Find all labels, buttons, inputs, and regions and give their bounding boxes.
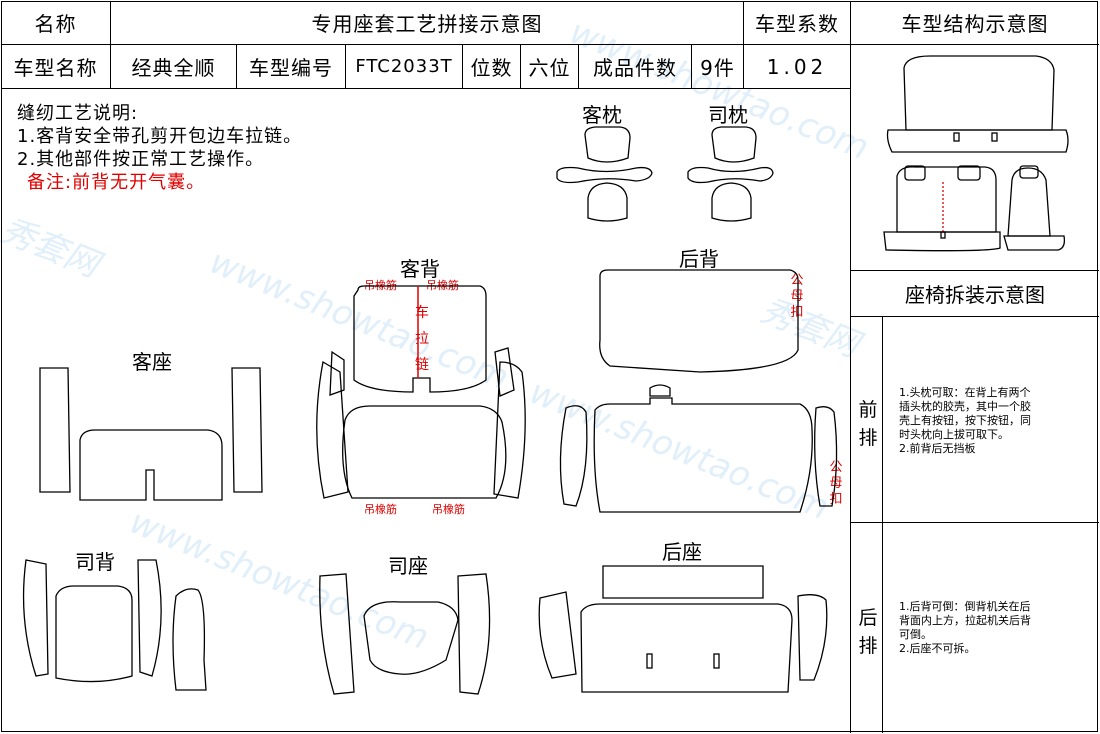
- passenger-back-pattern: [316, 285, 526, 499]
- label-driver-seat: 司座: [388, 554, 428, 578]
- seats: 六位: [528, 56, 571, 80]
- label-rear-seat: 后座: [662, 540, 702, 564]
- sheet-title: 专用座套工艺拼接示意图: [311, 12, 543, 36]
- structure-label: 车型结构示意图: [901, 12, 1049, 36]
- rear-seat-pattern: [538, 565, 828, 693]
- pieces: 9件: [700, 56, 735, 80]
- notes-remark: 备注:前背无开气囊。: [27, 172, 206, 193]
- rear-row-notes: 1.后背可倒：倒背机关在后 背面内上方，拉起机关后背 可倒。 2.后座不可拆。: [899, 600, 1031, 656]
- model-no: FTC2033T: [355, 56, 453, 77]
- note-line: 2.前背后无挡板: [899, 442, 976, 455]
- snap-label: 公母扣: [790, 273, 804, 320]
- note-line: 插头枕的胶壳，其中一个胶: [899, 400, 1031, 413]
- divider: [850, 522, 1099, 523]
- label-driver-back: 司背: [75, 550, 115, 574]
- divider: [236, 44, 237, 88]
- rear-row-label: 后排: [858, 607, 878, 657]
- model-no-label: 车型编号: [249, 56, 333, 80]
- coef-value: 1.02: [766, 54, 828, 79]
- label-passenger-headrest: 客枕: [582, 103, 622, 127]
- driver-seat-pattern: [172, 573, 491, 695]
- structure-rear-bench: [886, 55, 1069, 153]
- label-driver-headrest: 司枕: [708, 103, 748, 127]
- label-passenger-back: 客背: [400, 257, 440, 281]
- elastic-label: 吊橡筋: [364, 503, 397, 516]
- divider: [850, 44, 1099, 45]
- name-label: 名称: [34, 12, 77, 36]
- divider: [850, 270, 1099, 271]
- divider: [1, 44, 850, 45]
- front-row-label: 前排: [858, 399, 878, 449]
- coef-label: 车型系数: [755, 12, 839, 36]
- note-line: 1.后背可倒：倒背机关在后: [899, 600, 1031, 613]
- note-line: 背面内上方，拉起机关后背: [899, 614, 1031, 627]
- elastic-label: 吊橡筋: [432, 503, 465, 516]
- divider: [882, 316, 883, 733]
- passenger-headrest-pattern: [556, 126, 653, 222]
- divider: [850, 316, 1099, 317]
- divider: [578, 44, 579, 88]
- notes-line: 2.其他部件按正常工艺操作。: [17, 149, 265, 170]
- divider: [462, 44, 463, 88]
- disassembly-label: 座椅拆装示意图: [905, 283, 1045, 307]
- model-name: 经典全顺: [131, 56, 216, 80]
- rear-back-pattern: [559, 269, 838, 513]
- pieces-label: 成品件数: [593, 56, 677, 80]
- divider: [691, 44, 692, 88]
- sewing-notes: 缝纫工艺说明: 1.客背安全带孔剪开包边车拉链。 2.其他部件按正常工艺操作。 …: [17, 102, 302, 194]
- divider: [110, 1, 111, 89]
- structure-front-seats: [883, 165, 1066, 252]
- divider: [345, 44, 346, 88]
- divider: [743, 1, 744, 89]
- front-row-notes: 1.头枕可取：在背上有两个 插头枕的胶壳，其中一个胶 壳上有按钮，按下按钮，同 …: [899, 386, 1031, 456]
- note-line: 可倒。: [899, 628, 932, 641]
- divider: [1, 88, 850, 89]
- passenger-seat-pattern: [39, 367, 263, 501]
- driver-headrest-pattern: [687, 126, 774, 222]
- note-line: 时头枕向上拔可取下。: [899, 428, 1009, 441]
- driver-back-pattern: [22, 559, 162, 683]
- notes-heading: 缝纫工艺说明:: [17, 103, 139, 124]
- model-name-label: 车型名称: [13, 56, 98, 80]
- note-line: 1.头枕可取：在背上有两个: [899, 386, 1031, 399]
- note-line: 壳上有按钮，按下按钮，同: [899, 414, 1031, 427]
- label-rear-back: 后背: [679, 247, 719, 271]
- note-line: 2.后座不可拆。: [899, 642, 976, 655]
- notes-line: 1.客背安全带孔剪开包边车拉链。: [17, 126, 303, 147]
- label-passenger-seat: 客座: [132, 350, 172, 374]
- seats-label: 位数: [470, 56, 513, 80]
- divider: [520, 44, 521, 88]
- divider: [850, 1, 851, 733]
